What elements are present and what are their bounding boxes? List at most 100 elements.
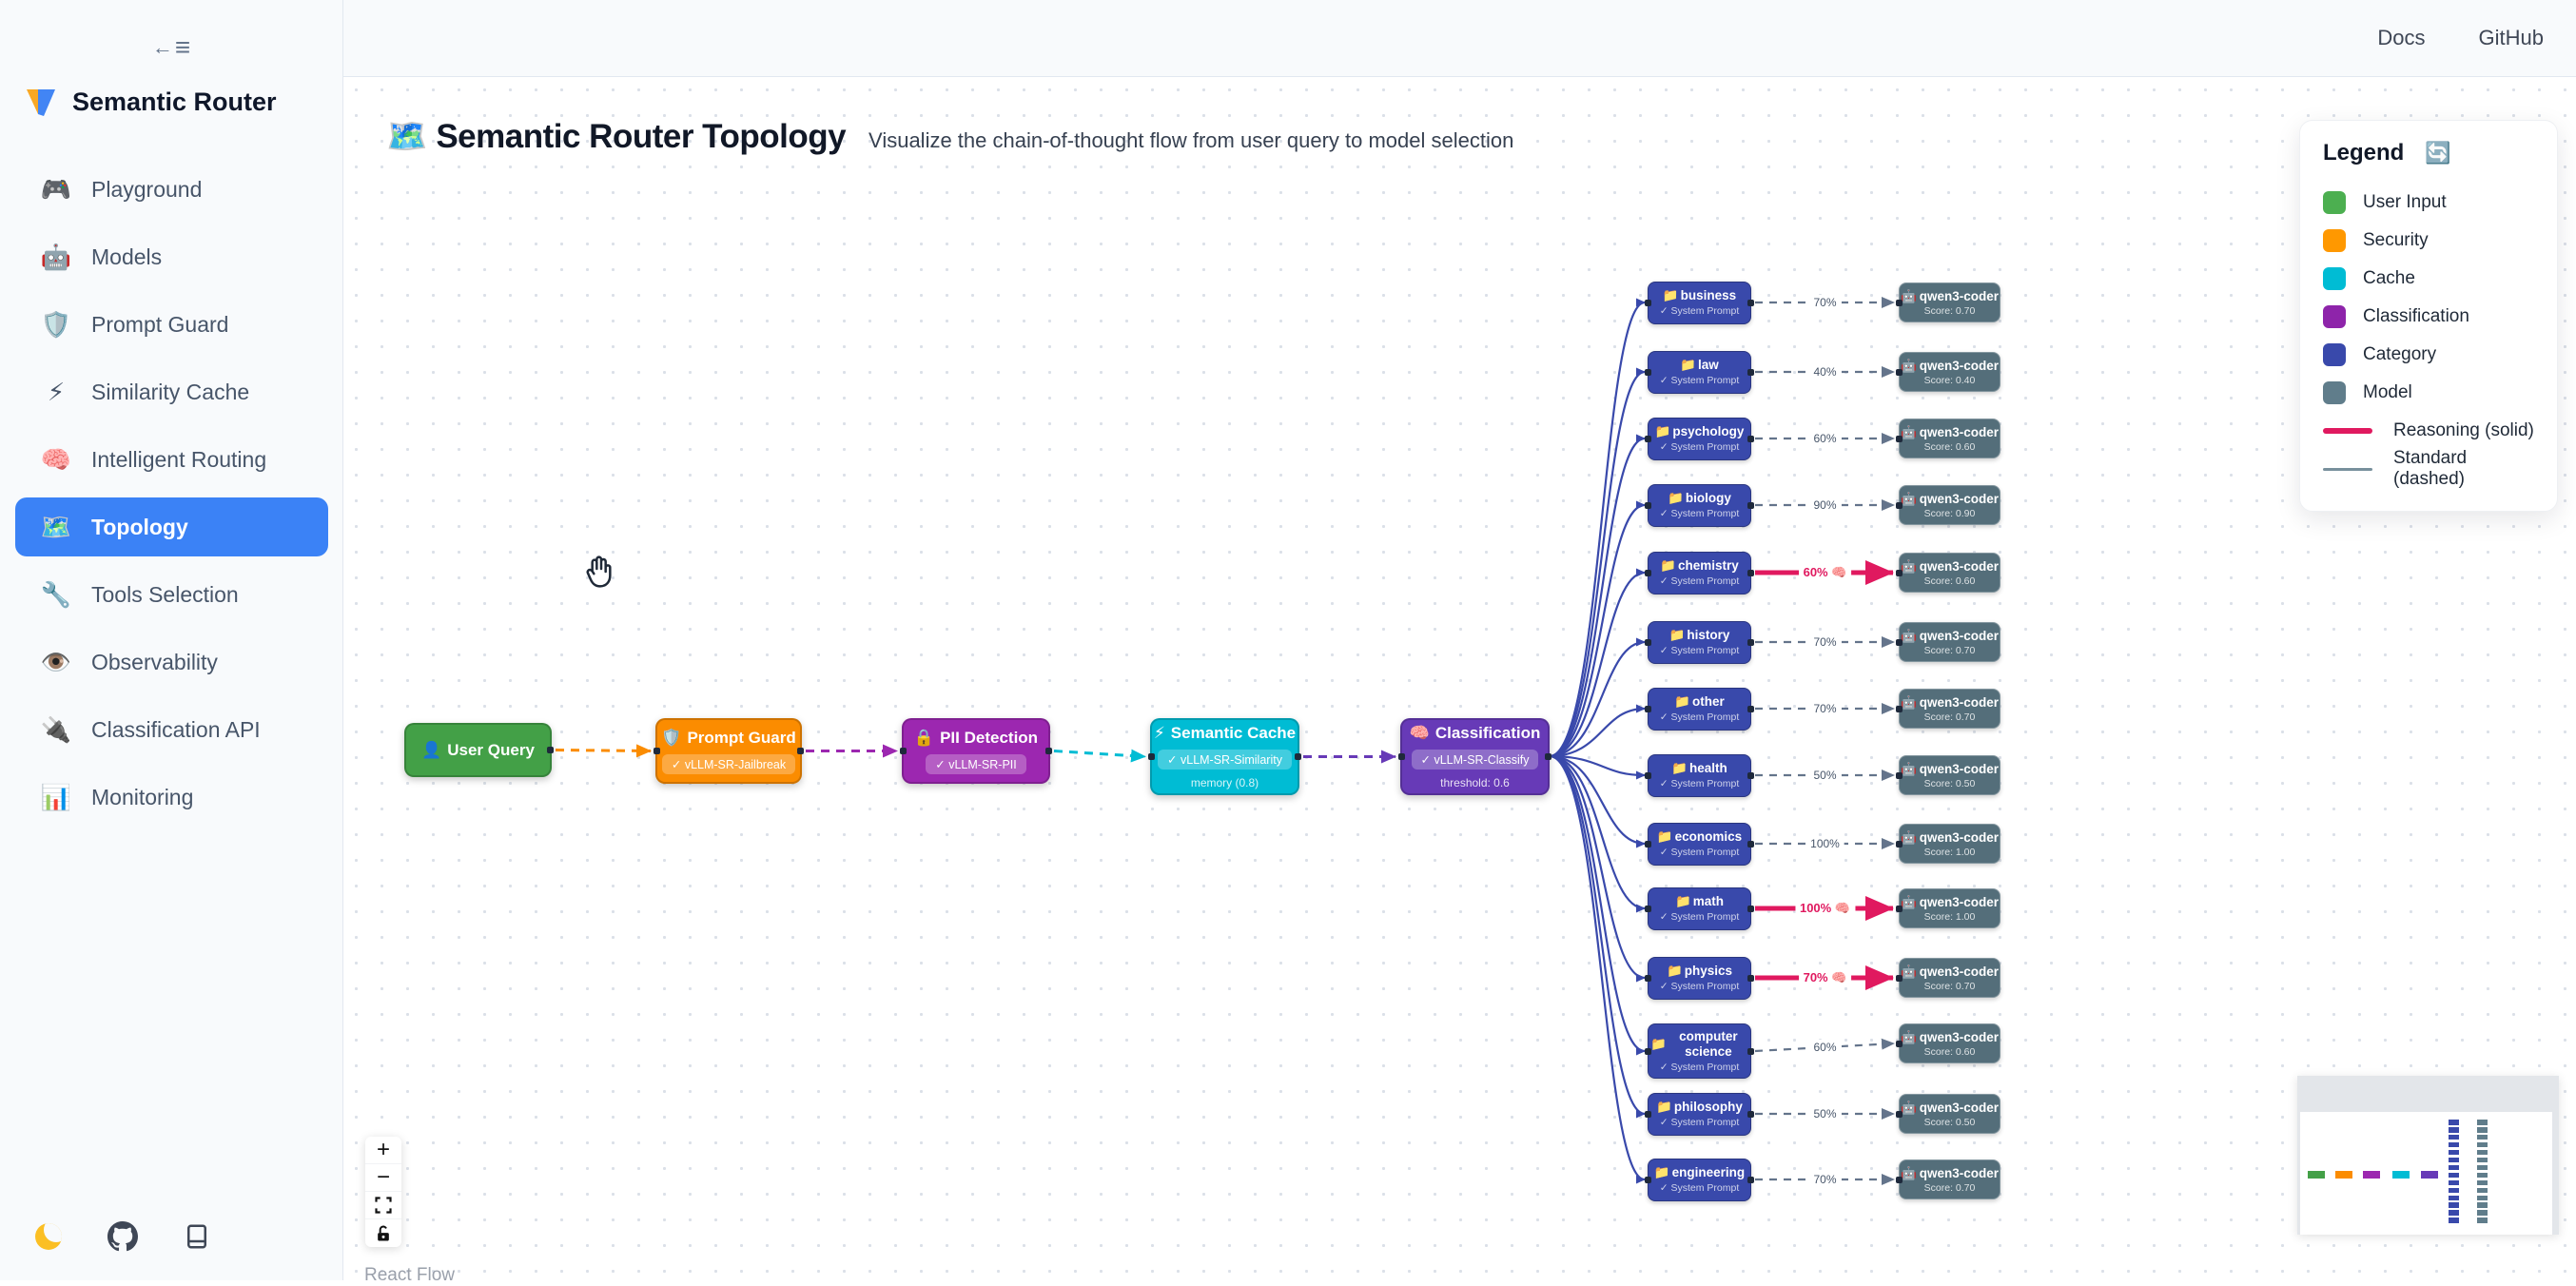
- classification-edge-engineering: [1549, 754, 1646, 1184]
- category-node-math[interactable]: 📁math✓ System Prompt: [1645, 887, 1754, 930]
- fit-view-button[interactable]: [365, 1192, 401, 1219]
- sidebar-collapse-button[interactable]: ← ≡: [143, 27, 200, 68]
- legend-refresh-icon[interactable]: 🔄: [2425, 141, 2451, 165]
- model-score: Score: 1.00: [1923, 846, 1976, 858]
- legend-item-label: User Input: [2363, 192, 2447, 212]
- minimap[interactable]: [2297, 1076, 2559, 1235]
- sidebar-item-prompt-guard[interactable]: 🛡️Prompt Guard: [15, 295, 328, 354]
- zoom-in-button[interactable]: +: [365, 1137, 401, 1164]
- category-subtext: ✓ System Prompt: [1659, 910, 1740, 923]
- classification-edge-other: [1549, 704, 1646, 758]
- zoom-out-button[interactable]: −: [365, 1164, 401, 1192]
- model-title: 🤖qwen3-coder: [1901, 289, 1999, 304]
- model-title: 🤖qwen3-coder: [1901, 559, 1999, 575]
- topbar-link-github[interactable]: GitHub: [2478, 26, 2544, 49]
- folder-icon: 📁: [1660, 558, 1676, 574]
- legend-item-label: Security: [2363, 230, 2429, 250]
- input-handle: [1896, 299, 1903, 306]
- minimap-node: [2449, 1172, 2459, 1179]
- robot-icon: 🤖: [1900, 694, 1917, 710]
- sidebar-item-playground[interactable]: 🎮Playground: [15, 160, 328, 219]
- category-node-other[interactable]: 📁other✓ System Prompt: [1645, 687, 1754, 731]
- category-subtext: ✓ System Prompt: [1659, 440, 1740, 453]
- legend-item-model: Model: [2323, 374, 2534, 412]
- category-label: chemistry: [1678, 558, 1739, 574]
- model-title: 🤖qwen3-coder: [1901, 895, 1999, 910]
- category-label: health: [1689, 761, 1727, 776]
- category-node-psychology[interactable]: 📁psychology✓ System Prompt: [1645, 417, 1754, 460]
- sidebar-item-similarity-cache[interactable]: ⚡Similarity Cache: [15, 362, 328, 421]
- category-node-computer-science[interactable]: 📁computer science✓ System Prompt: [1645, 1023, 1754, 1079]
- input-handle: [1645, 771, 1651, 779]
- legend-item-user-input: User Input: [2323, 184, 2534, 222]
- category-node-health[interactable]: 📁health✓ System Prompt: [1645, 753, 1754, 797]
- category-label: economics: [1674, 829, 1743, 845]
- minimap-node: [2477, 1141, 2488, 1148]
- react-flow-attribution[interactable]: React Flow: [364, 1265, 456, 1285]
- robot-icon: 🤖: [1900, 558, 1917, 574]
- sidebar-item-models[interactable]: 🤖Models: [15, 227, 328, 286]
- pipeline-node-pii-detection[interactable]: 🔒PII Detection✓ vLLM-SR-PII: [900, 718, 1052, 784]
- category-node-biology[interactable]: 📁biology✓ System Prompt: [1645, 483, 1754, 527]
- topology-icon: 🗺️: [40, 512, 72, 541]
- category-node-business[interactable]: 📁business✓ System Prompt: [1645, 281, 1754, 324]
- lock-button[interactable]: [365, 1219, 401, 1247]
- model-name: qwen3-coder: [1919, 1030, 2000, 1044]
- pipeline-node-user-query[interactable]: 👤User Query: [404, 723, 554, 777]
- pipeline-node-label: User Query: [447, 740, 535, 759]
- category-node-physics[interactable]: 📁physics✓ System Prompt: [1645, 956, 1754, 1000]
- sidebar-item-monitoring[interactable]: 📊Monitoring: [15, 768, 328, 827]
- classification-edge-law: [1549, 367, 1646, 758]
- category-node-engineering[interactable]: 📁engineering✓ System Prompt: [1645, 1158, 1754, 1201]
- sidebar-item-intelligent-routing[interactable]: 🧠Intelligent Routing: [15, 430, 328, 489]
- input-handle: [1645, 1110, 1651, 1118]
- minimap-node: [2449, 1164, 2459, 1171]
- sidebar-item-classification-api[interactable]: 🔌Classification API: [15, 700, 328, 759]
- docs-book-icon[interactable]: [181, 1220, 213, 1253]
- output-handle: [547, 747, 554, 753]
- category-node-law[interactable]: 📁law✓ System Prompt: [1645, 350, 1754, 394]
- input-handle: [1896, 1176, 1903, 1183]
- minimap-node: [2392, 1171, 2410, 1179]
- input-handle: [1645, 638, 1651, 646]
- category-node-chemistry[interactable]: 📁chemistry✓ System Prompt: [1645, 551, 1754, 594]
- flow-canvas[interactable]: 🗺️ Semantic Router Topology Visualize th…: [343, 77, 2576, 1285]
- theme-toggle-moon-icon[interactable]: [32, 1220, 65, 1253]
- input-handle: [1148, 753, 1155, 760]
- model-name: qwen3-coder: [1919, 559, 2000, 574]
- category-node-economics[interactable]: 📁economics✓ System Prompt: [1645, 822, 1754, 866]
- minimap-node: [2477, 1187, 2488, 1194]
- input-handle: [1896, 569, 1903, 576]
- sidebar-item-observability[interactable]: 👁️Observability: [15, 633, 328, 692]
- topbar-link-docs[interactable]: Docs: [2377, 26, 2426, 49]
- output-handle: [797, 748, 804, 754]
- intelligent-routing-icon: 🧠: [40, 444, 72, 474]
- sidebar-item-tools-selection[interactable]: 🔧Tools Selection: [15, 565, 328, 624]
- sidebar-item-topology[interactable]: 🗺️Topology: [15, 497, 328, 556]
- topbar: Docs GitHub: [343, 0, 2576, 77]
- classification-edge-biology: [1549, 500, 1646, 758]
- category-node-philosophy[interactable]: 📁philosophy✓ System Prompt: [1645, 1092, 1754, 1136]
- standard-edge-computer-science: [1754, 1038, 1895, 1053]
- category-label: law: [1698, 358, 1719, 373]
- pipeline-node-prompt-guard[interactable]: 🛡️Prompt Guard✓ vLLM-SR-Jailbreak: [654, 718, 804, 784]
- github-icon[interactable]: [107, 1220, 139, 1253]
- category-node-history[interactable]: 📁history✓ System Prompt: [1645, 620, 1754, 664]
- sidebar-item-label: Similarity Cache: [91, 379, 250, 404]
